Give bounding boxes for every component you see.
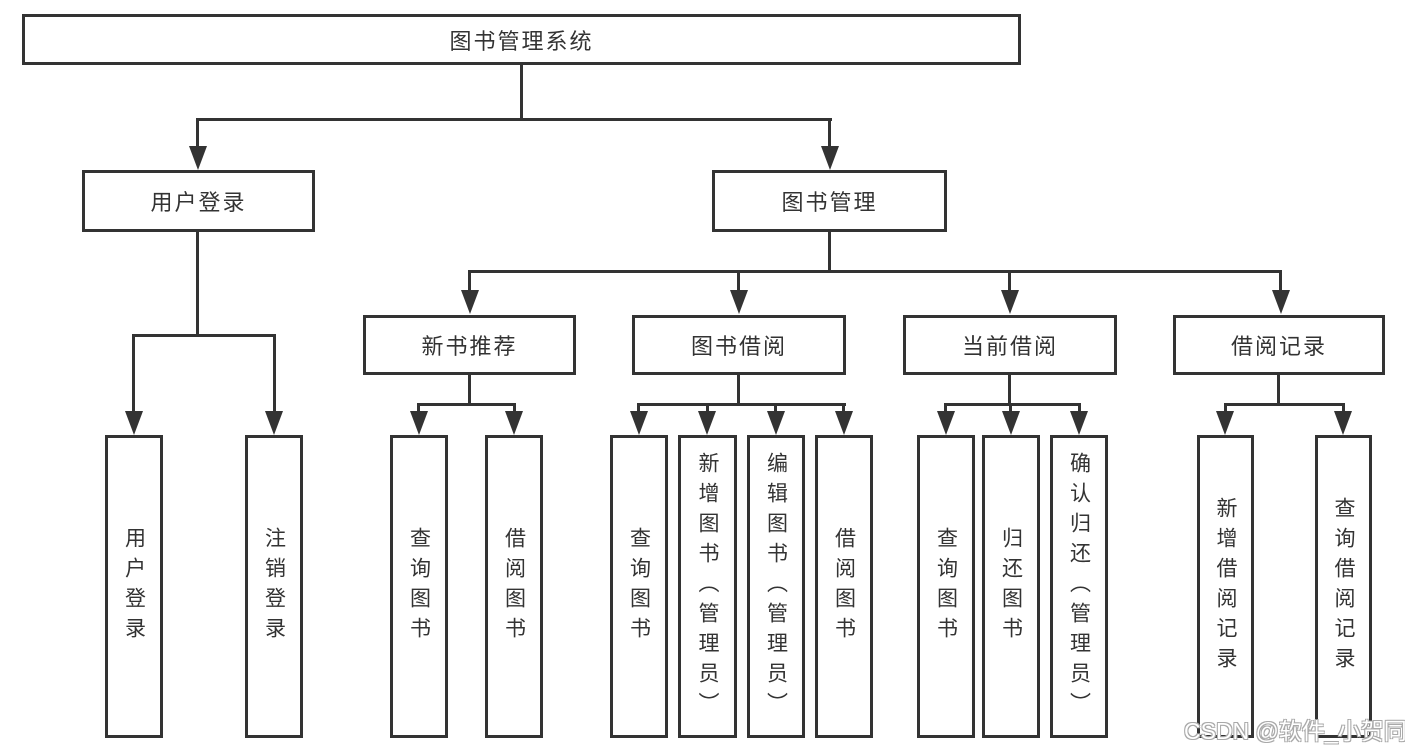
- connector-line: [513, 403, 516, 415]
- connector-line: [737, 270, 740, 295]
- connector-line: [417, 403, 420, 415]
- connector-line: [1279, 270, 1282, 295]
- connector-line: [1009, 403, 1012, 415]
- arrow-down-icon: [730, 290, 748, 314]
- arrow-down-icon: [937, 411, 955, 435]
- arrow-down-icon: [1001, 290, 1019, 314]
- arrow-down-icon: [125, 411, 143, 435]
- leaf-node-confirm-return-admin: 确认归还（管理员）: [1050, 435, 1108, 738]
- node-label: 编辑图书（管理员）: [764, 451, 788, 722]
- leaf-node-query-book-current: 查询图书: [917, 435, 975, 738]
- leaf-node-user-login: 用户登录: [105, 435, 163, 738]
- connector-line: [1342, 403, 1345, 415]
- connector-line: [273, 334, 276, 415]
- node-book-borrowing: 图书借阅: [632, 315, 846, 375]
- connector-line: [1224, 403, 1344, 406]
- connector-line: [197, 118, 832, 121]
- connector-line: [828, 118, 831, 150]
- node-label: 查询图书: [934, 526, 958, 647]
- connector-line: [1224, 403, 1227, 415]
- connector-line: [842, 403, 845, 415]
- node-label: 新增图书（管理员）: [696, 451, 719, 722]
- connector-line: [828, 232, 831, 273]
- arrow-down-icon: [767, 411, 785, 435]
- arrow-down-icon: [265, 411, 283, 435]
- node-label: 注销登录: [262, 526, 286, 647]
- node-label: 图书管理: [781, 190, 878, 215]
- arrow-down-icon: [821, 146, 839, 170]
- connector-line: [417, 403, 516, 406]
- connector-line: [637, 403, 640, 415]
- connector-line: [1008, 375, 1011, 406]
- connector-line: [706, 403, 709, 415]
- leaf-node-query-book-borrowing: 查询图书: [610, 435, 668, 738]
- arrow-down-icon: [189, 146, 207, 170]
- node-label: 查询图书: [407, 526, 431, 647]
- node-label: 图书借阅: [690, 334, 787, 359]
- connector-line: [737, 375, 740, 406]
- connector-line: [196, 232, 199, 337]
- node-label: 用户登录: [122, 526, 146, 647]
- arrow-down-icon: [1002, 411, 1020, 435]
- leaf-node-return-book: 归还图书: [982, 435, 1040, 738]
- leaf-node-query-borrow-record: 查询借阅记录: [1315, 435, 1372, 738]
- connector-line: [520, 65, 523, 120]
- arrow-down-icon: [461, 290, 479, 314]
- connector-line: [468, 375, 471, 406]
- node-label: 用户登录: [150, 190, 247, 215]
- arrow-down-icon: [1070, 411, 1088, 435]
- leaf-node-logout: 注销登录: [245, 435, 303, 738]
- arrow-down-icon: [505, 411, 523, 435]
- node-label: 借阅图书: [832, 526, 856, 647]
- leaf-node-query-book-recommend: 查询图书: [390, 435, 448, 738]
- arrow-down-icon: [835, 411, 853, 435]
- leaf-node-add-borrow-record: 新增借阅记录: [1197, 435, 1254, 738]
- node-current-borrowing: 当前借阅: [903, 315, 1117, 375]
- leaf-node-edit-book-admin: 编辑图书（管理员）: [747, 435, 805, 738]
- node-book-management: 图书管理: [712, 170, 947, 232]
- leaf-node-borrow-book-recommend: 借阅图书: [485, 435, 543, 738]
- connector-line: [468, 270, 471, 295]
- node-label: 确认归还（管理员）: [1067, 451, 1091, 722]
- node-label: 新增借阅记录: [1214, 496, 1237, 677]
- connector-line: [1008, 270, 1011, 295]
- node-label: 查询借阅记录: [1332, 496, 1355, 677]
- node-label: 图书管理系统: [449, 28, 594, 54]
- connector-line: [1277, 375, 1280, 406]
- node-label: 当前借阅: [961, 334, 1058, 359]
- arrow-down-icon: [630, 411, 648, 435]
- node-new-book-recommend: 新书推荐: [363, 315, 576, 375]
- leaf-node-borrow-book: 借阅图书: [815, 435, 873, 738]
- connector-line: [944, 403, 947, 415]
- connector-line: [468, 270, 1282, 273]
- connector-line: [196, 118, 199, 150]
- node-label: 归还图书: [999, 526, 1023, 647]
- connector-line: [637, 403, 846, 406]
- node-label: 借阅记录: [1230, 334, 1327, 359]
- connector-line: [774, 403, 777, 415]
- connector-line: [132, 334, 276, 337]
- arrow-down-icon: [1216, 411, 1234, 435]
- arrow-down-icon: [1272, 290, 1290, 314]
- node-borrowing-records: 借阅记录: [1173, 315, 1385, 375]
- arrow-down-icon: [1334, 411, 1352, 435]
- arrow-down-icon: [698, 411, 716, 435]
- node-label: 查询图书: [627, 526, 651, 647]
- node-user-login: 用户登录: [82, 170, 315, 232]
- connector-line: [944, 403, 1081, 406]
- leaf-node-add-book-admin: 新增图书（管理员）: [678, 435, 737, 738]
- connector-line: [132, 334, 135, 415]
- node-root-library-system: 图书管理系统: [22, 14, 1021, 65]
- node-label: 借阅图书: [502, 526, 526, 647]
- arrow-down-icon: [410, 411, 428, 435]
- node-label: 新书推荐: [421, 334, 518, 359]
- csdn-watermark: CSDN @软件_小贺同学: [1184, 718, 1405, 744]
- connector-line: [1078, 403, 1081, 415]
